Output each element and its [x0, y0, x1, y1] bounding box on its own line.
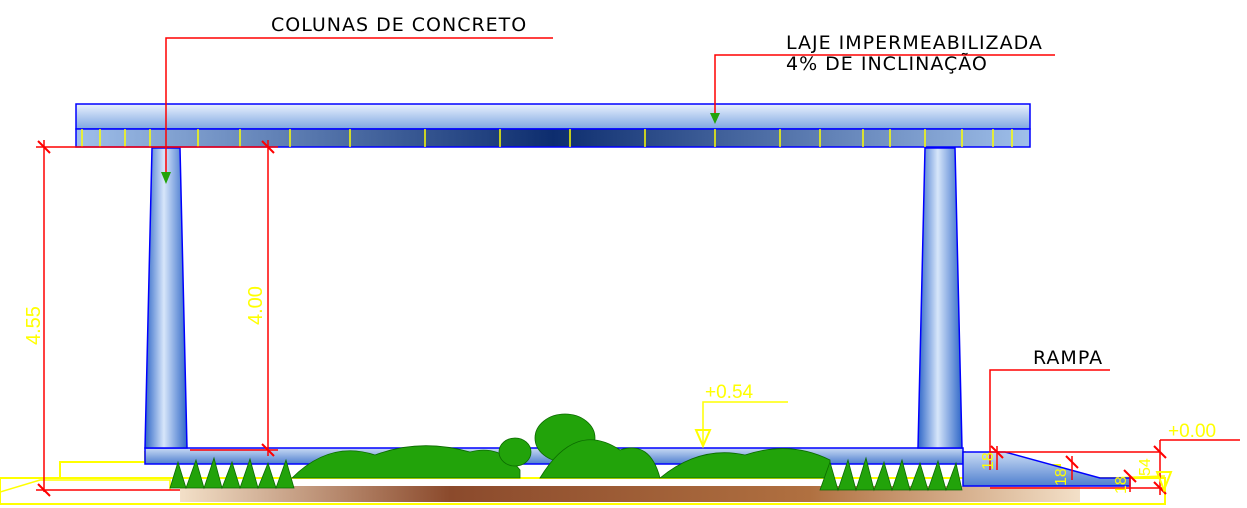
level-marker-right	[1155, 471, 1173, 493]
dim-step-a: 18	[980, 452, 997, 470]
leader-arrows	[161, 113, 720, 184]
leader-lines	[165, 37, 1110, 470]
right-column	[917, 147, 963, 449]
dim-step-b: 18	[1053, 468, 1070, 486]
slab-joints	[81, 129, 1013, 147]
dim-total-height: 4.55	[23, 306, 45, 345]
slab-label-line1: LAJE IMPERMEABILIZADA	[786, 32, 1043, 54]
level-mid-text: +0.54	[705, 382, 754, 403]
left-column	[144, 147, 188, 449]
level-marker-mid	[694, 401, 788, 449]
slab-label-line2: 4% DE INCLINAÇÃO	[786, 52, 988, 75]
level-right-text: +0.00	[1168, 421, 1216, 442]
columns-label: COLUNAS DE CONCRETO	[271, 14, 527, 36]
vegetation	[169, 413, 963, 492]
dim-column-height: 4.00	[245, 286, 267, 325]
dimension-lines	[36, 140, 1240, 495]
dim-step-d: 54	[1137, 458, 1154, 476]
ramp-label: RAMPA	[1033, 347, 1103, 369]
dim-step-c: 18	[1113, 476, 1130, 494]
roof-slab	[75, 103, 1031, 148]
